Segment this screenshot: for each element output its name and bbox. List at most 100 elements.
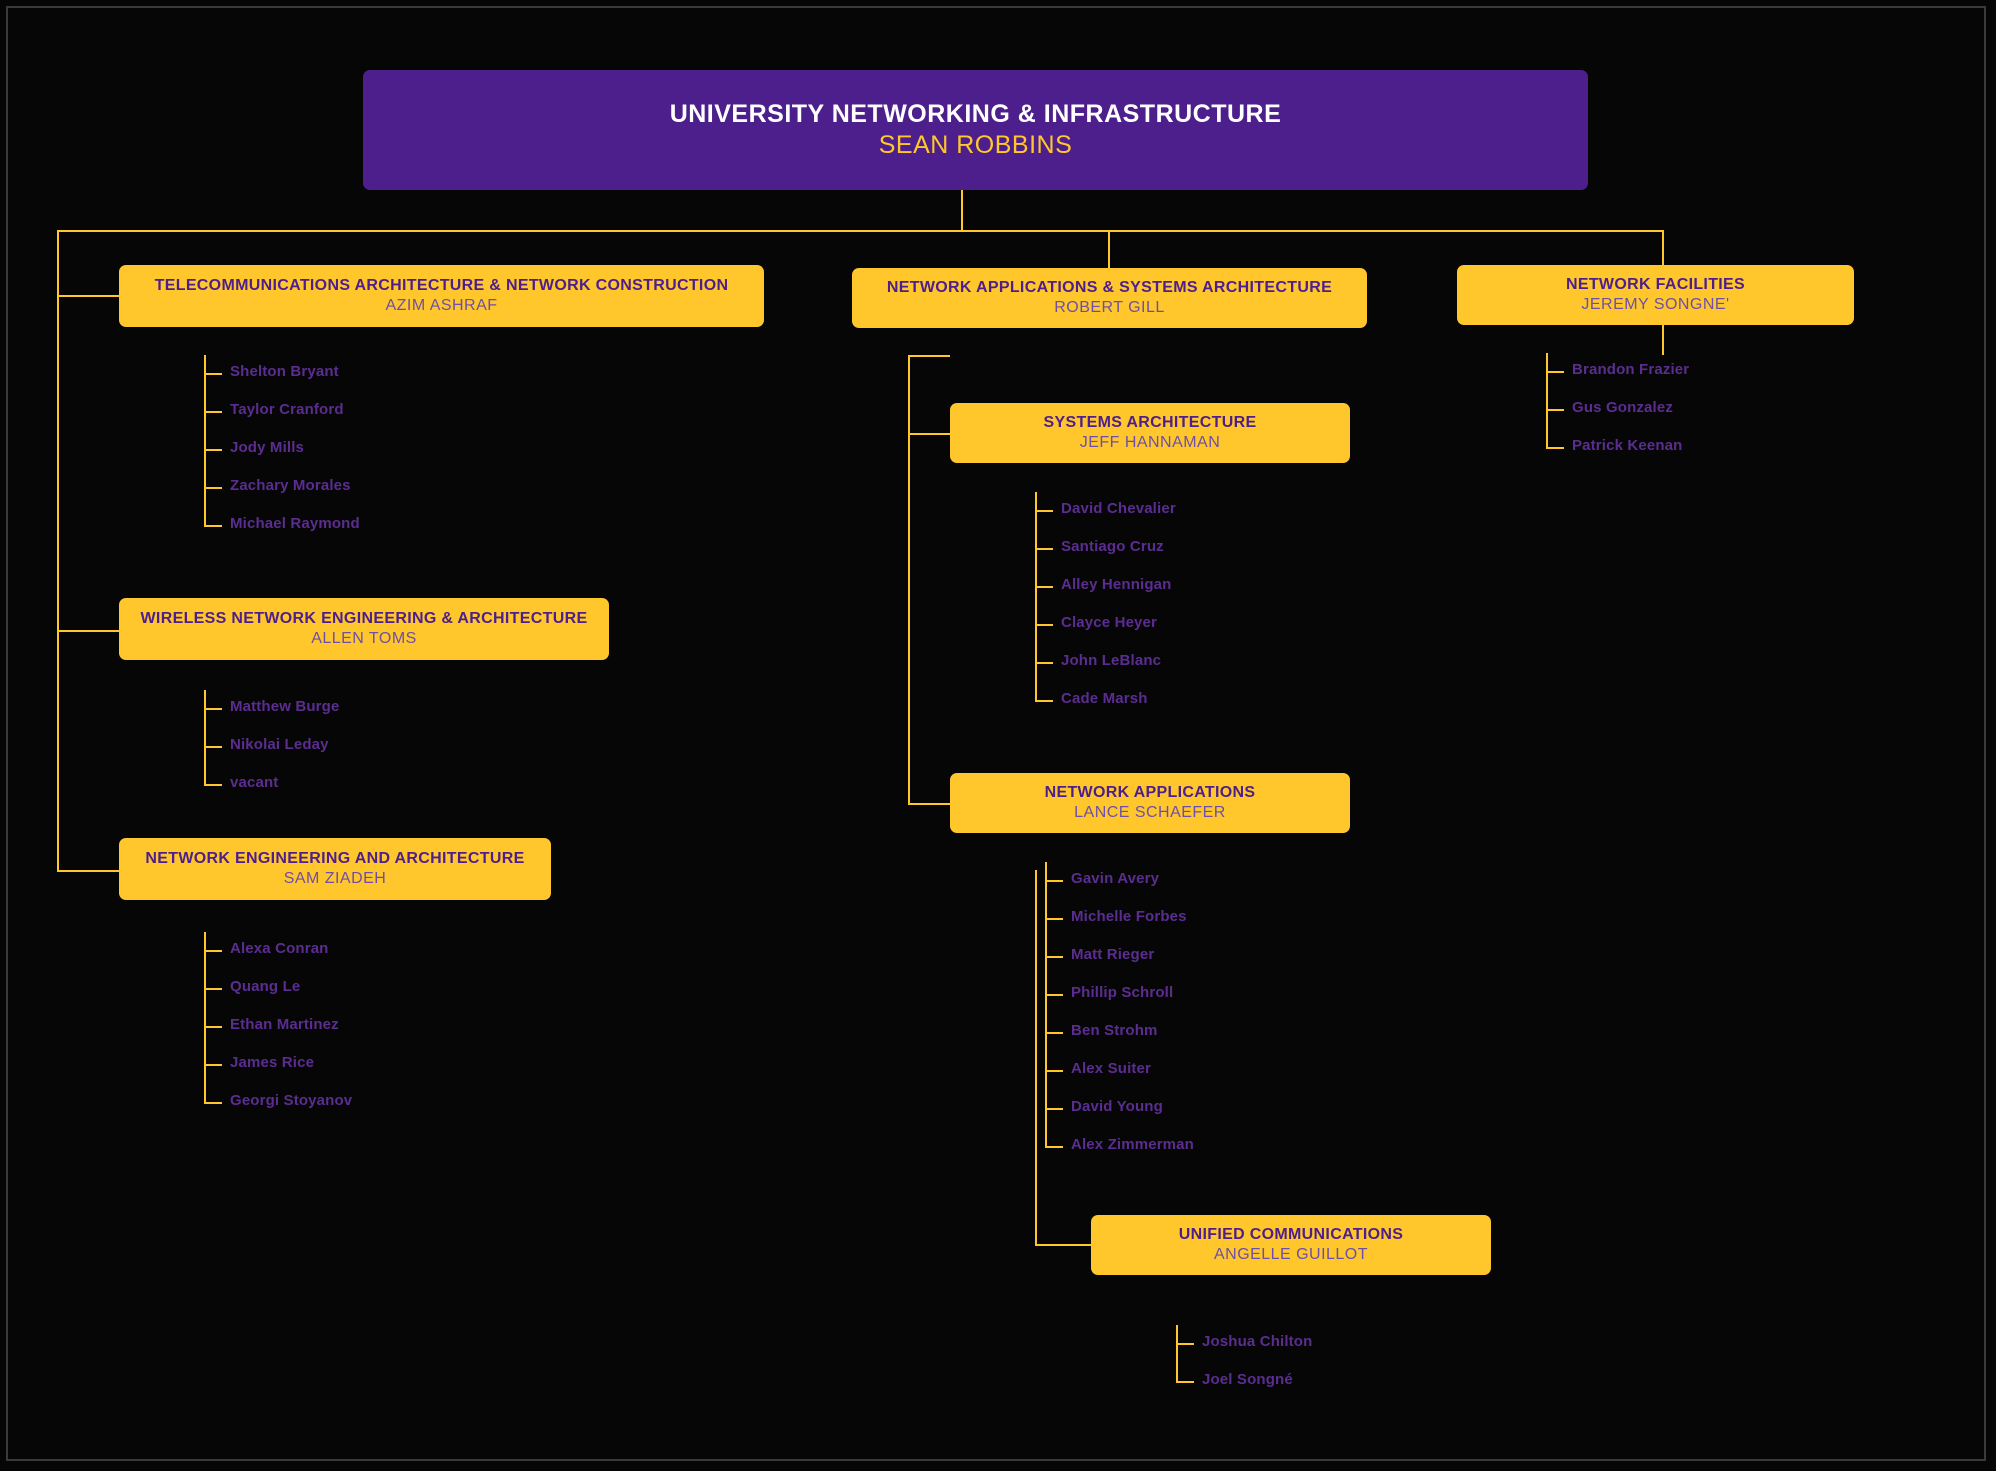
node-root-person: SEAN ROBBINS	[878, 130, 1073, 159]
node-telecom-person: AZIM ASHRAF	[385, 296, 498, 314]
staff-name: Phillip Schroll	[1071, 984, 1174, 1001]
staff-tick	[1045, 1146, 1063, 1148]
chart-border	[6, 6, 1986, 1461]
staff-tick	[1045, 994, 1063, 996]
staff-tick	[1546, 447, 1564, 449]
staff-tick	[204, 1064, 222, 1066]
staff-name: Alex Suiter	[1071, 1060, 1152, 1077]
staff-tick	[1035, 510, 1053, 512]
staff-name: David Young	[1071, 1098, 1163, 1115]
connector-mid-spine	[908, 355, 910, 805]
staff-spine	[1045, 862, 1047, 1148]
connector-right-drop	[1662, 230, 1664, 270]
staff-name: Matthew Burge	[230, 698, 340, 715]
connector-to-netapps	[908, 803, 950, 805]
node-netengarch-title: NETWORK ENGINEERING AND ARCHITECTURE	[145, 849, 525, 867]
staff-tick	[1176, 1381, 1194, 1383]
staff-tick	[1035, 586, 1053, 588]
staff-tick	[1035, 700, 1053, 702]
connector-to-telecom	[57, 295, 119, 297]
node-netfacilities-person: JEREMY SONGNE'	[1581, 295, 1730, 313]
connector-to-sysarch	[908, 433, 950, 435]
staff-name: Jody Mills	[230, 439, 305, 456]
staff-name: vacant	[230, 774, 279, 791]
node-unifiedcomms[interactable]: UNIFIED COMMUNICATIONS ANGELLE GUILLOT	[1091, 1215, 1491, 1275]
node-netapps[interactable]: NETWORK APPLICATIONS LANCE SCHAEFER	[950, 773, 1350, 833]
node-napps-sysarch-title: NETWORK APPLICATIONS & SYSTEMS ARCHITECT…	[886, 278, 1333, 296]
staff-name: Quang Le	[230, 978, 301, 995]
staff-name: Santiago Cruz	[1061, 538, 1164, 555]
staff-name: Taylor Cranford	[230, 401, 344, 418]
staff-name: Michael Raymond	[230, 515, 360, 532]
node-root[interactable]: UNIVERSITY NETWORKING & INFRASTRUCTURE S…	[363, 70, 1588, 190]
staff-tick	[204, 950, 222, 952]
staff-name: David Chevalier	[1061, 500, 1176, 517]
staff-name: Brandon Frazier	[1572, 361, 1690, 378]
staff-tick	[204, 784, 222, 786]
node-unifiedcomms-title: UNIFIED COMMUNICATIONS	[1178, 1225, 1404, 1243]
staff-name: Georgi Stoyanov	[230, 1092, 353, 1109]
node-unifiedcomms-person: ANGELLE GUILLOT	[1214, 1245, 1368, 1263]
connector-root-bus	[57, 230, 1662, 232]
node-telecom-title: TELECOMMUNICATIONS ARCHITECTURE & NETWOR…	[154, 276, 729, 294]
staff-spine	[1035, 492, 1037, 702]
node-root-title: UNIVERSITY NETWORKING & INFRASTRUCTURE	[669, 100, 1282, 128]
staff-tick	[1045, 956, 1063, 958]
staff-tick	[204, 373, 222, 375]
staff-name: Ethan Martinez	[230, 1016, 339, 1033]
staff-tick	[1045, 1032, 1063, 1034]
staff-tick	[1045, 880, 1063, 882]
staff-name: Alley Hennigan	[1061, 576, 1172, 593]
node-netengarch-person: SAM ZIADEH	[283, 869, 387, 887]
staff-spine	[1546, 353, 1548, 449]
staff-tick	[204, 449, 222, 451]
connector-mid-drop	[1108, 230, 1110, 272]
staff-tick	[1546, 371, 1564, 373]
staff-name: Patrick Keenan	[1572, 437, 1683, 454]
connector-left-spine	[57, 230, 59, 870]
staff-name: Gus Gonzalez	[1572, 399, 1673, 416]
staff-tick	[204, 411, 222, 413]
staff-spine	[204, 690, 206, 786]
staff-name: Gavin Avery	[1071, 870, 1160, 887]
connector-mid-top	[908, 355, 950, 357]
staff-tick	[1045, 918, 1063, 920]
node-netengarch[interactable]: NETWORK ENGINEERING AND ARCHITECTURE SAM…	[119, 838, 551, 900]
connector-to-unified	[1035, 1244, 1091, 1246]
staff-tick	[1035, 662, 1053, 664]
node-netapps-title: NETWORK APPLICATIONS	[1044, 783, 1256, 801]
node-sysarch[interactable]: SYSTEMS ARCHITECTURE JEFF HANNAMAN	[950, 403, 1350, 463]
connector-root-stem	[961, 190, 963, 232]
node-wireless[interactable]: WIRELESS NETWORK ENGINEERING & ARCHITECT…	[119, 598, 609, 660]
staff-name: Ben Strohm	[1071, 1022, 1158, 1039]
staff-tick	[204, 708, 222, 710]
node-wireless-title: WIRELESS NETWORK ENGINEERING & ARCHITECT…	[140, 609, 588, 627]
node-napps-sysarch-person: ROBERT GILL	[1054, 298, 1165, 316]
staff-tick	[204, 525, 222, 527]
staff-spine	[204, 932, 206, 1104]
staff-name: Alexa Conran	[230, 940, 329, 957]
node-telecom[interactable]: TELECOMMUNICATIONS ARCHITECTURE & NETWOR…	[119, 265, 764, 327]
staff-tick	[1176, 1343, 1194, 1345]
staff-tick	[1035, 548, 1053, 550]
staff-name: Cade Marsh	[1061, 690, 1148, 707]
node-sysarch-title: SYSTEMS ARCHITECTURE	[1043, 413, 1257, 431]
staff-tick	[204, 1102, 222, 1104]
node-netfacilities[interactable]: NETWORK FACILITIES JEREMY SONGNE'	[1457, 265, 1854, 325]
staff-name: Matt Rieger	[1071, 946, 1155, 963]
staff-tick	[1035, 624, 1053, 626]
staff-name: Alex Zimmerman	[1071, 1136, 1194, 1153]
staff-tick	[204, 988, 222, 990]
node-sysarch-person: JEFF HANNAMAN	[1079, 433, 1221, 451]
node-napps-sysarch[interactable]: NETWORK APPLICATIONS & SYSTEMS ARCHITECT…	[852, 268, 1367, 328]
node-netapps-person: LANCE SCHAEFER	[1074, 803, 1226, 821]
staff-name: Joshua Chilton	[1202, 1333, 1313, 1350]
connector-unified-spine	[1035, 870, 1037, 1245]
staff-tick	[1045, 1108, 1063, 1110]
staff-name: Nikolai Leday	[230, 736, 329, 753]
staff-name: James Rice	[230, 1054, 315, 1071]
staff-tick	[204, 746, 222, 748]
staff-spine	[204, 355, 206, 527]
node-netfacilities-title: NETWORK FACILITIES	[1565, 275, 1746, 293]
